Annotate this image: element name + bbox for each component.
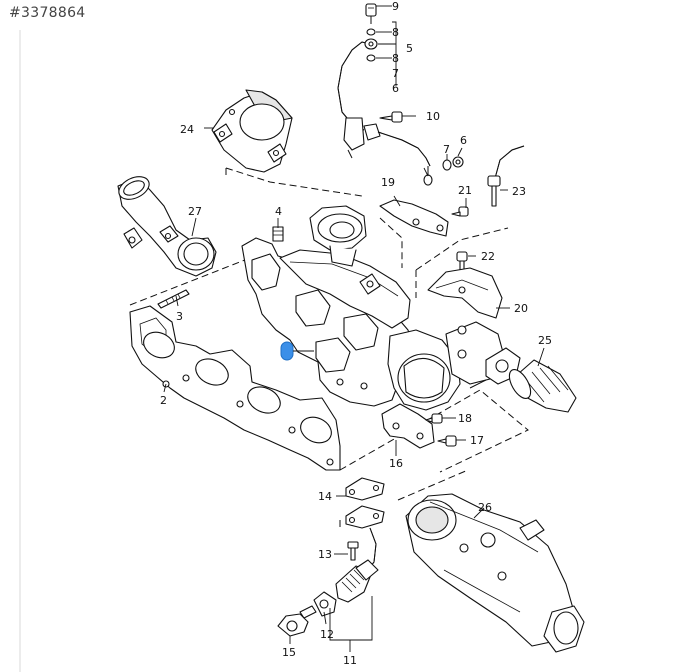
callout-8: 8 <box>392 52 399 65</box>
callout-23: 23 <box>512 185 526 198</box>
union-15[interactable] <box>277 605 317 637</box>
callout-leaders <box>163 5 545 652</box>
callout-7: 7 <box>392 67 399 80</box>
callout-15: 15 <box>282 646 296 659</box>
callout-8: 8 <box>392 26 399 39</box>
charge-air-pipe[interactable] <box>115 172 217 277</box>
bolt-10[interactable] <box>379 111 403 123</box>
oil-supply-line[interactable] <box>337 41 431 167</box>
callout-14: 14 <box>318 490 332 503</box>
diagram-reference-number: #3378864 <box>9 5 86 21</box>
callout-22: 22 <box>481 250 495 263</box>
oil-return-line[interactable] <box>335 505 385 603</box>
callout-7: 7 <box>443 143 450 156</box>
heat-shield-20[interactable] <box>427 267 503 319</box>
callout-11: 11 <box>343 654 357 667</box>
seal-7[interactable] <box>442 159 452 171</box>
seal-washer-8-lower[interactable] <box>366 54 376 62</box>
banjo-fitting[interactable] <box>364 38 378 50</box>
callout-9: 9 <box>392 0 399 13</box>
callout-2: 2 <box>160 394 167 407</box>
seal-washer-8-upper[interactable] <box>366 28 376 36</box>
manifold-gasket[interactable] <box>129 305 341 471</box>
callout-12: 12 <box>320 628 334 641</box>
callout-6: 6 <box>460 134 467 147</box>
bolt-17[interactable] <box>437 435 457 447</box>
callout-27: 27 <box>188 205 202 218</box>
callout-16: 16 <box>389 457 403 470</box>
callout-13: 13 <box>318 548 332 561</box>
banjo-bolt-9[interactable] <box>365 3 377 24</box>
callout-25: 25 <box>538 334 552 347</box>
heat-shield-24[interactable] <box>211 89 293 173</box>
exhaust-manifold-turbocharger[interactable] <box>241 205 521 411</box>
callout-19: 19 <box>381 176 395 189</box>
stud[interactable] <box>157 289 190 309</box>
clamp-12[interactable] <box>313 591 337 617</box>
decoupling-element[interactable] <box>505 359 577 413</box>
bracket-14[interactable] <box>345 477 385 501</box>
callout-24: 24 <box>180 123 194 136</box>
callout-20: 20 <box>514 302 528 315</box>
callout-4: 4 <box>275 205 282 218</box>
callout-3: 3 <box>176 310 183 323</box>
bolt-4[interactable] <box>272 226 284 242</box>
callout-labels: 9 8 5 8 7 6 10 24 6 7 19 21 23 7 27 4 22… <box>160 0 552 667</box>
exhaust-temperature-sensor[interactable] <box>487 145 525 207</box>
callout-5: 5 <box>406 42 413 55</box>
selected-part-marker[interactable] <box>280 341 294 361</box>
callout-10: 10 <box>426 110 440 123</box>
callout-18: 18 <box>458 412 472 425</box>
bracket-19[interactable] <box>379 199 449 237</box>
callout-17: 17 <box>470 434 484 447</box>
bolt-18[interactable] <box>425 413 443 424</box>
callout-21: 21 <box>458 184 472 197</box>
bolt-21[interactable] <box>451 206 469 217</box>
catalytic-converter[interactable] <box>405 493 585 653</box>
support-bracket-16[interactable] <box>381 403 435 449</box>
bolt-13[interactable] <box>347 541 359 561</box>
union-nut-6[interactable] <box>452 156 464 168</box>
callout-6: 6 <box>392 82 399 95</box>
callout-26: 26 <box>478 501 492 514</box>
